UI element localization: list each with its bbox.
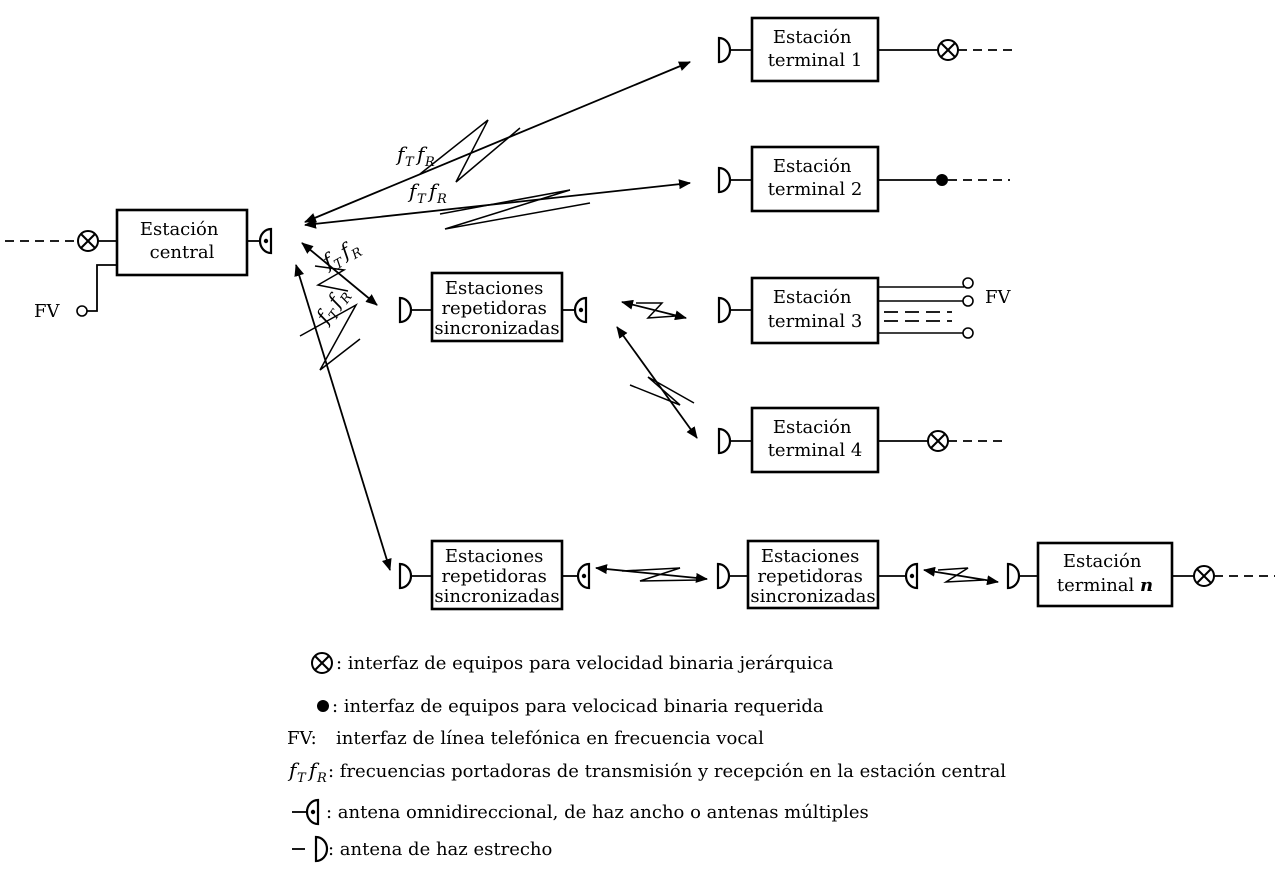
terminal-station-4: Estación terminal 4 xyxy=(750,406,880,474)
narrow-antenna-icon xyxy=(716,562,731,590)
svg-text:Estación terminal 1: Estación terminal 1 xyxy=(768,27,863,71)
svg-text:T: T xyxy=(417,192,427,207)
svg-text:T: T xyxy=(297,771,307,786)
central-station-label: Estación central xyxy=(140,219,224,263)
freq-label-2: f T f R xyxy=(407,179,447,207)
legend-fv-desc: interfaz de línea telefónica en frecuenc… xyxy=(336,728,764,749)
freq-label-1: f T f R xyxy=(395,142,435,170)
radio-link-t4 xyxy=(616,326,698,439)
hierarchical-interface-icon xyxy=(927,430,949,452)
legend-fv-key: FV: xyxy=(287,728,317,749)
legend-required: : interfaz de equipos para velocicad bin… xyxy=(332,696,824,717)
hierarchical-interface-icon xyxy=(77,230,99,252)
radio-link-rep2 xyxy=(595,564,708,583)
narrow-antenna-icon xyxy=(398,296,413,324)
hierarchical-interface-icon xyxy=(311,652,333,674)
narrow-antenna-icon xyxy=(398,562,413,590)
legend-omni: : antena omnidireccional, de haz ancho o… xyxy=(326,802,869,823)
svg-text:R: R xyxy=(316,771,327,786)
legend-narrow: : antena de haz estrecho xyxy=(328,839,552,860)
fv-terminal-icon xyxy=(962,327,974,339)
radio-link-t2 xyxy=(304,179,691,230)
svg-text:Estaciones repetidoras: Estaciones repetidoras sincronizadas xyxy=(434,278,559,339)
required-interface-icon xyxy=(317,700,329,712)
freq-label-4: f T f R xyxy=(310,288,356,329)
svg-text:R: R xyxy=(424,155,435,170)
svg-text:Estación terminal 4: Estación terminal 4 xyxy=(768,417,863,461)
fv-label: FV xyxy=(985,287,1011,308)
narrow-antenna-icon xyxy=(717,166,732,194)
svg-text:Estación terminal n: Estación terminal n xyxy=(1057,551,1153,596)
legend-freq-symbol: f T f R xyxy=(287,758,327,786)
svg-text:Estación terminal 3: Estación terminal 3 xyxy=(768,287,863,332)
required-interface-icon xyxy=(936,174,948,186)
radio-link-t3 xyxy=(621,299,687,321)
omni-antenna-icon xyxy=(258,227,273,255)
svg-text:Estaciones repetidoras: Estaciones repetidoras sincronizadas xyxy=(434,546,559,607)
terminal-station-1: Estación terminal 1 xyxy=(750,16,880,83)
omni-antenna-icon xyxy=(576,562,591,590)
svg-text:Estación terminal 2: Estación terminal 2 xyxy=(768,156,863,200)
narrow-antenna-icon xyxy=(1006,562,1021,590)
svg-text:Estaciones repetidoras: Estaciones repetidoras sincronizadas xyxy=(750,546,875,607)
hierarchical-interface-icon xyxy=(937,39,959,61)
repeater-station-1: Estaciones repetidoras sincronizadas xyxy=(430,271,564,343)
omni-antenna-icon xyxy=(904,562,919,590)
fv-terminal-icon xyxy=(962,295,974,307)
radio-link-t1 xyxy=(304,61,691,223)
terminal-station-n: Estación terminal n xyxy=(1036,541,1174,608)
hierarchical-interface-icon xyxy=(1193,565,1215,587)
terminal-station-3: Estación terminal 3 xyxy=(750,276,880,345)
freq-label-3: f T f R xyxy=(317,237,366,274)
radio-link-rep3 xyxy=(294,264,392,571)
legend: : interfaz de equipos para velocidad bin… xyxy=(287,652,1006,863)
legend-hierarchical: : interfaz de equipos para velocidad bin… xyxy=(336,653,834,674)
legend-freq: : frecuencias portadoras de transmisión … xyxy=(328,761,1006,782)
radio-link-tn xyxy=(923,566,999,586)
svg-text:R: R xyxy=(436,192,447,207)
terminal-station-2: Estación terminal 2 xyxy=(750,145,880,213)
svg-text:T: T xyxy=(405,155,415,170)
fv-terminal-icon xyxy=(76,305,88,317)
central-station: Estación central xyxy=(115,208,249,277)
fv-label: FV xyxy=(34,301,60,322)
repeater-station-3: Estaciones repetidoras sincronizadas xyxy=(746,539,880,610)
fv-terminal-icon xyxy=(962,277,974,289)
narrow-antenna-icon xyxy=(717,36,732,64)
narrow-antenna-icon xyxy=(314,835,329,863)
narrow-antenna-icon xyxy=(717,296,732,324)
narrow-antenna-icon xyxy=(717,427,732,455)
omni-antenna-icon xyxy=(573,296,588,324)
repeater-station-2: Estaciones repetidoras sincronizadas xyxy=(430,539,564,611)
